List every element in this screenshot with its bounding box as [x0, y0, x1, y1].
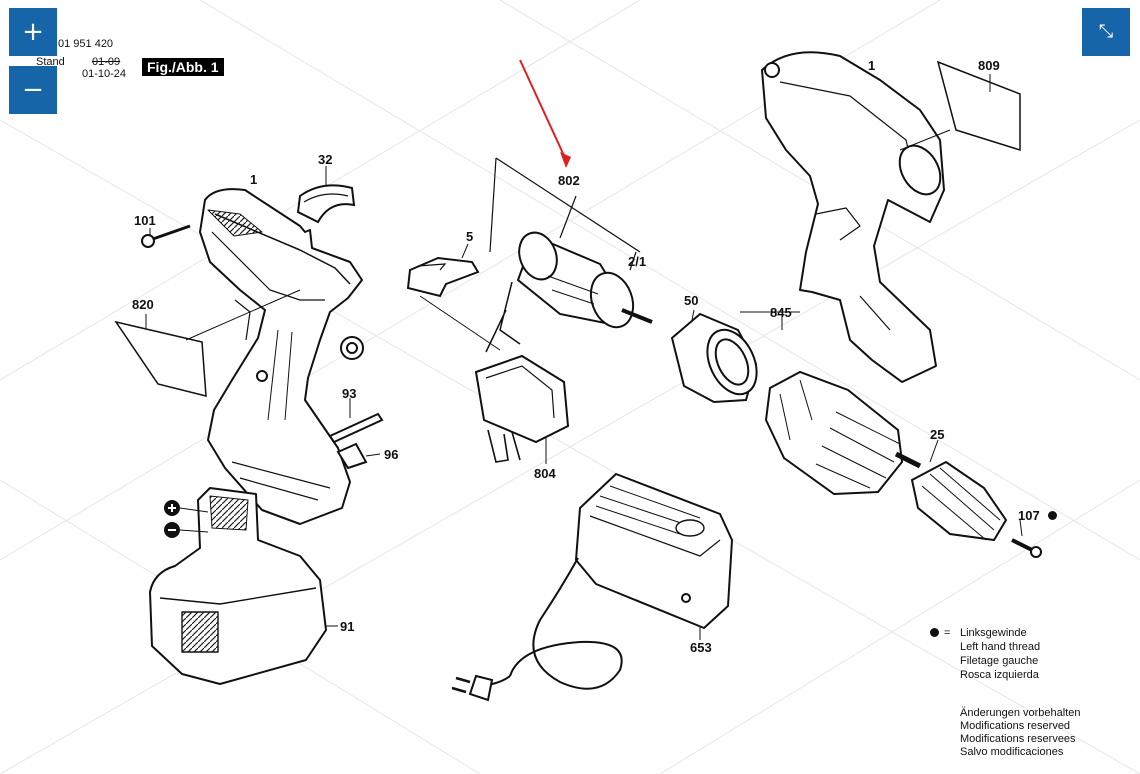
part-label-32: 32	[318, 152, 333, 167]
zoom-in-button[interactable]: +	[9, 8, 57, 56]
part-label-50: 50	[684, 293, 699, 308]
motor-2-1	[485, 231, 653, 353]
legend-line-3: Filetage gauche	[960, 655, 1039, 667]
part-label-93: 93	[342, 386, 357, 401]
part-label-2-1: 2/1	[628, 254, 647, 269]
minus-icon: −	[22, 75, 44, 105]
stand-value: 01-09	[92, 56, 121, 68]
red-arrow	[519, 59, 571, 168]
ring-gear-50	[670, 309, 758, 404]
doc-number: 01 951 420	[58, 38, 114, 50]
stand-label: Stand	[36, 56, 65, 68]
battery-91	[149, 487, 338, 685]
housing-half	[761, 51, 945, 383]
part-label-820: 820	[132, 297, 154, 312]
left-hand-thread-marker	[1048, 511, 1057, 520]
part-label-653: 653	[690, 640, 712, 655]
collapse-arrows-icon: ⤡	[1098, 21, 1114, 42]
date-value: 01-10-24	[82, 68, 127, 80]
part-label-804: 804	[534, 466, 556, 481]
fullscreen-toggle-button[interactable]: ⤡	[1082, 8, 1130, 56]
label-809	[899, 60, 1021, 152]
battery-terminals	[164, 500, 209, 538]
legend-line-4: Rosca izquierda	[960, 669, 1039, 681]
handle-half	[199, 188, 364, 525]
charger-653	[575, 473, 733, 640]
part-label-802: 802	[558, 173, 580, 188]
part-label-1-housing: 1	[868, 58, 876, 73]
clip-96	[336, 442, 381, 470]
figure-label: Fig./Abb. 1	[142, 58, 224, 76]
motor-bracket-802	[489, 157, 641, 271]
cover-32	[296, 184, 356, 224]
part-label-809: 809	[978, 58, 1000, 73]
legend-line-2: Left hand thread	[960, 641, 1041, 653]
part-label-25: 25	[930, 427, 945, 442]
legend-equals: =	[944, 627, 951, 639]
screw-107	[1011, 519, 1042, 558]
part-label-845: 845	[770, 305, 792, 320]
legend-dot	[930, 628, 939, 637]
part-label-107: 107	[1018, 508, 1040, 523]
part-label-91: 91	[340, 619, 355, 634]
switch-804	[474, 354, 570, 464]
part-label-5: 5	[466, 229, 474, 244]
power-cord	[451, 557, 623, 702]
legend-line-1: Linksgewinde	[960, 627, 1027, 639]
gearbox-845	[740, 311, 922, 496]
notice-line-3: Modifications reservees	[960, 733, 1076, 745]
notice-line-4: Salvo modificaciones	[960, 746, 1064, 758]
notice-line-2: Modifications reserved	[960, 720, 1071, 732]
bit-holder-93	[328, 398, 384, 444]
part-label-101: 101	[134, 213, 156, 228]
label-820	[114, 289, 301, 397]
switch-slide-5	[406, 243, 501, 351]
plus-icon: +	[22, 17, 44, 47]
part-label-1-handle: 1	[250, 172, 258, 187]
notice-line-1: Änderungen vorbehalten	[960, 707, 1081, 719]
screw-101	[141, 224, 191, 248]
zoom-out-button[interactable]: −	[9, 66, 57, 114]
chuck-25	[910, 439, 1008, 542]
part-label-96: 96	[384, 447, 399, 462]
